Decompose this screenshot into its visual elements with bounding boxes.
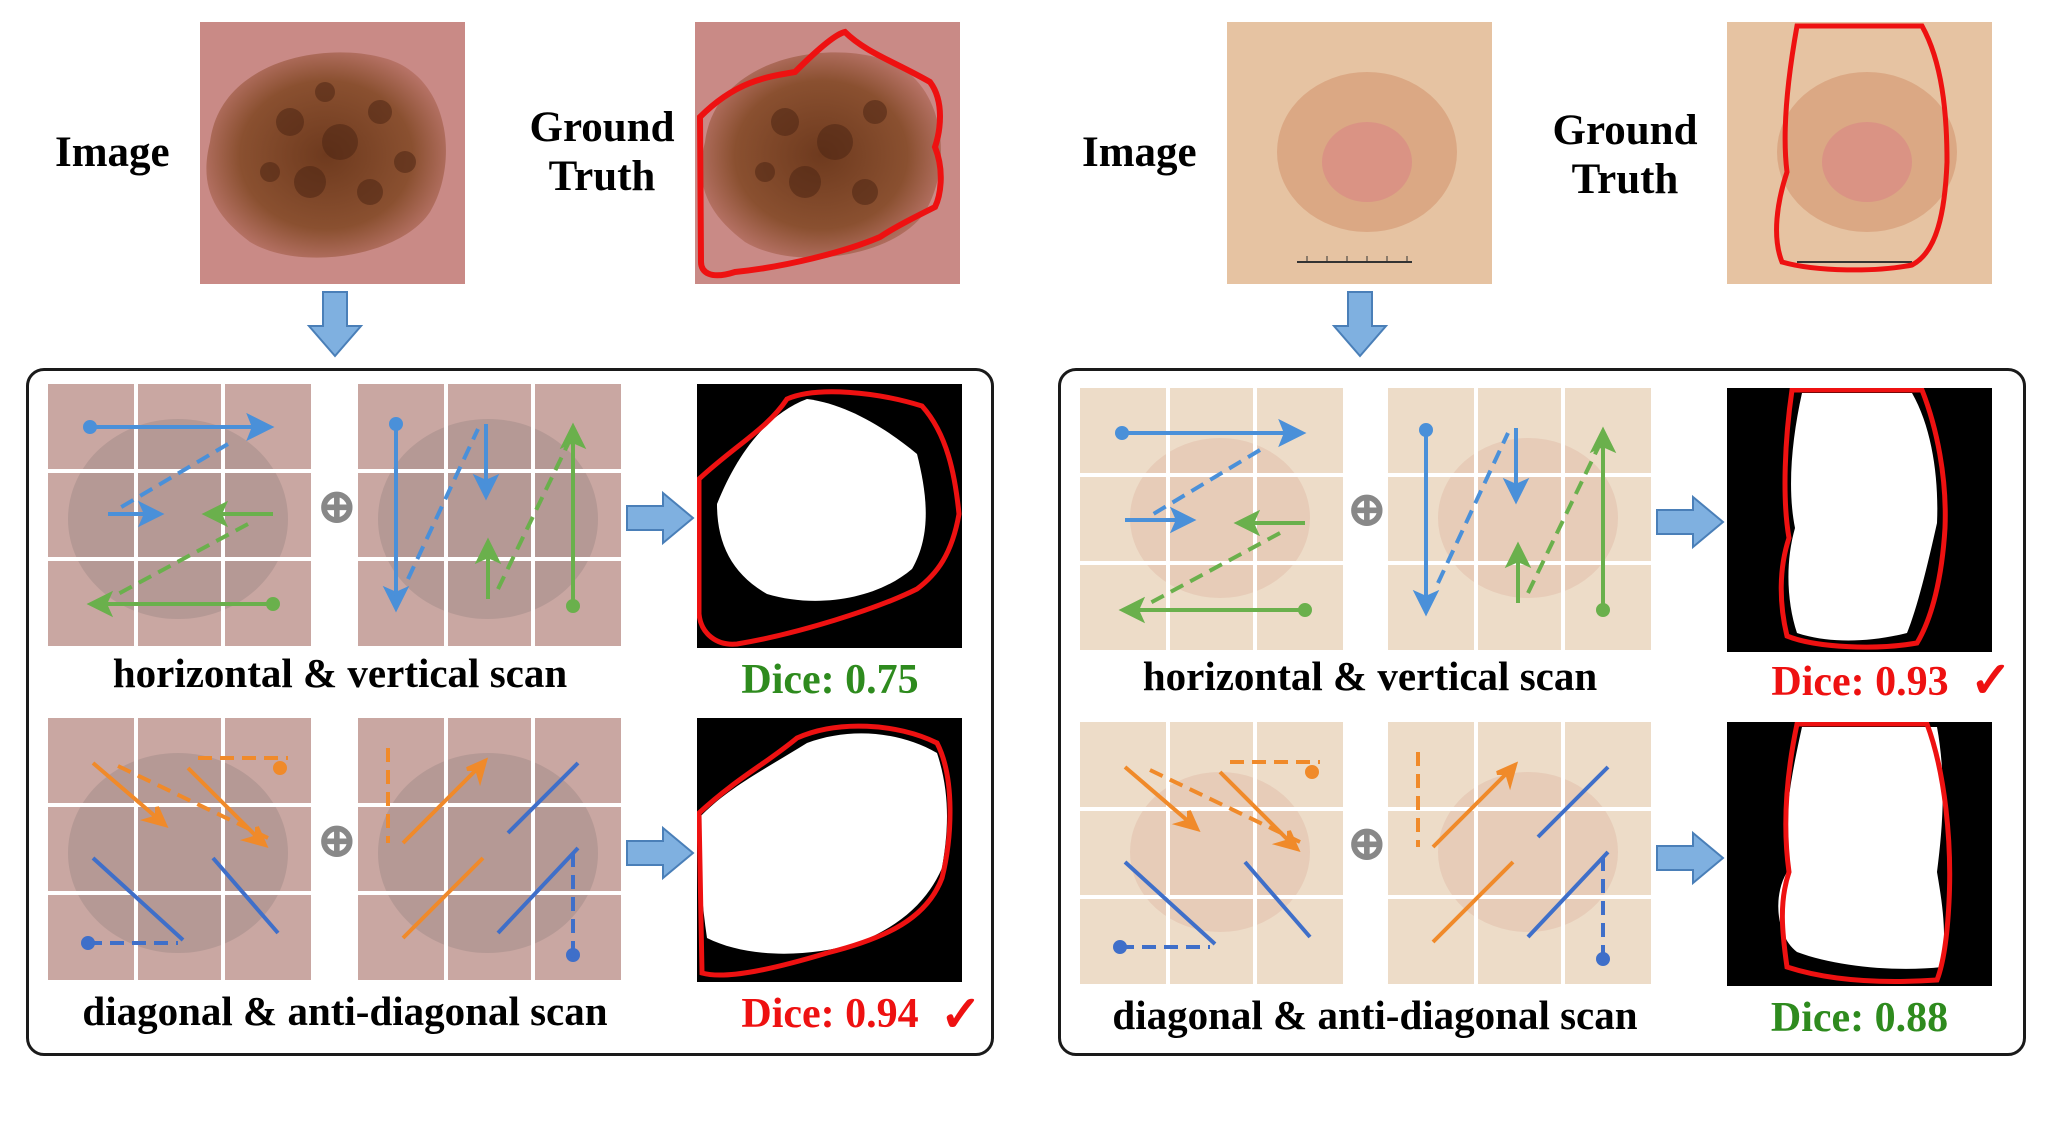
- right-hv-vertical-tile: [1388, 388, 1651, 650]
- right-row2-dice: Dice: 0.88: [1770, 995, 1949, 1041]
- right-hv-prediction-mask: [1727, 388, 1992, 652]
- right-input-image: [1227, 22, 1492, 284]
- left-row2-dice: Dice: 0.94: [741, 991, 919, 1037]
- right-row1-check-icon: ✓: [1970, 652, 2012, 708]
- right-scan-panel: [1058, 368, 2026, 1056]
- left-row1-right-arrow-icon: [626, 490, 695, 546]
- right-down-arrow-icon: [1331, 291, 1389, 358]
- right-gt-label: Ground Truth: [1545, 106, 1705, 205]
- right-row1-scan-label: horizontal & vertical scan: [1142, 653, 1598, 699]
- right-row2-combine-icon: ⊕: [1346, 815, 1388, 871]
- left-row1-combine-icon: ⊕: [316, 478, 358, 534]
- left-row1-dice: Dice: 0.75: [741, 657, 919, 703]
- left-diag-tile: [48, 718, 311, 980]
- left-hv-prediction-mask: [697, 384, 962, 648]
- right-gt-label-line1: Ground: [1552, 107, 1698, 154]
- right-gt-label-line2: Truth: [1571, 156, 1679, 204]
- right-row1-right-arrow-icon: [1656, 494, 1725, 550]
- left-antidiag-tile: [358, 718, 621, 980]
- left-gt-label: Ground Truth: [522, 103, 682, 202]
- left-gt-label-line1: Ground: [529, 104, 675, 151]
- left-scan-panel: [26, 368, 994, 1056]
- left-row2-right-arrow-icon: [626, 825, 695, 881]
- right-ground-truth-image: [1727, 22, 1992, 284]
- right-row2-scan-label: diagonal & anti-diagonal scan: [1112, 992, 1638, 1038]
- left-ground-truth-image: [695, 22, 960, 284]
- left-row1-scan-label: horizontal & vertical scan: [112, 650, 568, 696]
- left-diag-prediction-mask: [697, 718, 962, 982]
- right-hv-horizontal-tile: [1080, 388, 1343, 650]
- left-hv-horizontal-tile: [48, 384, 311, 646]
- right-row2-right-arrow-icon: [1656, 830, 1725, 886]
- right-image-label: Image: [1082, 129, 1197, 176]
- left-gt-label-line2: Truth: [548, 153, 656, 201]
- left-hv-vertical-tile: [358, 384, 621, 646]
- right-diag-prediction-mask: [1727, 722, 1992, 986]
- left-image-label: Image: [55, 129, 170, 176]
- right-row1-combine-icon: ⊕: [1346, 481, 1388, 537]
- left-input-image: [200, 22, 465, 284]
- left-row2-scan-label: diagonal & anti-diagonal scan: [82, 988, 608, 1034]
- right-row1-dice: Dice: 0.93: [1771, 659, 1949, 705]
- left-down-arrow-icon: [306, 291, 364, 358]
- left-row2-combine-icon: ⊕: [316, 812, 358, 868]
- left-row2-check-icon: ✓: [940, 986, 982, 1042]
- right-diag-tile: [1080, 722, 1343, 984]
- right-antidiag-tile: [1388, 722, 1651, 984]
